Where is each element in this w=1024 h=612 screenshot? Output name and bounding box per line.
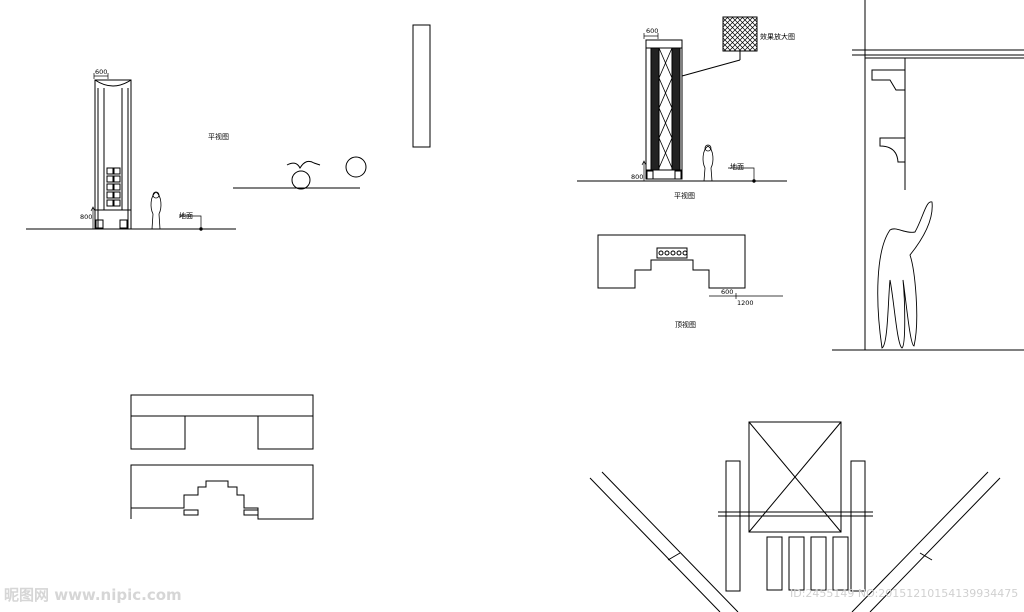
pillar-window-grid — [106, 167, 121, 207]
slim-panel — [412, 24, 431, 148]
abstract-figure-icon — [877, 201, 933, 349]
top-view-label: 顶视图 — [675, 320, 696, 329]
detail-enlargement-swatch — [722, 16, 758, 52]
left-dim-top: 600 — [95, 68, 107, 76]
left-ground-label: 地面 — [179, 211, 193, 220]
right-view-label: 平视图 — [674, 191, 695, 200]
wall-detail — [832, 0, 1024, 351]
top-view-dim-a: 600 — [721, 288, 733, 296]
pillar-outline — [94, 79, 132, 230]
right-ground-label: 地面 — [730, 162, 744, 171]
left-dim-height: 800 — [80, 213, 92, 221]
human-figure-right-icon — [702, 145, 714, 182]
plan-upper — [130, 394, 314, 450]
human-figure-icon — [150, 191, 162, 230]
detail-label: 效果放大图 — [760, 32, 795, 41]
right-elevation — [577, 16, 787, 183]
watermark-id: ID:2455149 NO:20151210154139934475 — [790, 587, 1018, 600]
watermark-site: 昵图网 www.nipic.com — [4, 586, 182, 604]
top-view — [597, 234, 783, 299]
left-elevation — [26, 73, 236, 231]
left-plan-label: 平视图 — [208, 132, 229, 141]
plan-lower — [130, 464, 314, 520]
top-view-dim-b: 1200 — [737, 299, 754, 307]
right-dim-top: 600 — [646, 27, 658, 35]
right-dim-height: 800 — [631, 173, 643, 181]
section-circles — [233, 156, 367, 190]
plan-bottom-right — [589, 421, 1001, 612]
